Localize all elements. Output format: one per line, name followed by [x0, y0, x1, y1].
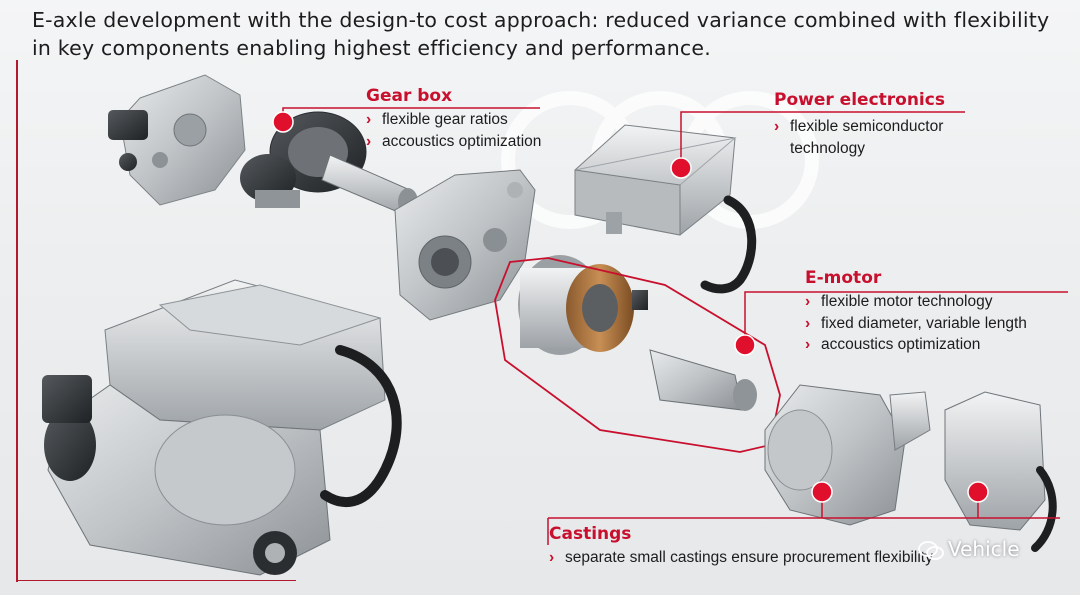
- power-electronics-heading: Power electronics: [774, 90, 945, 110]
- e-axle-assembly: [42, 279, 402, 576]
- transmission-housing: [394, 169, 536, 321]
- power-electronics-callout: Power electronics: [774, 89, 945, 111]
- e-motor-marker: [734, 334, 756, 356]
- slide-title: E-axle development with the design-to co…: [32, 8, 1050, 60]
- e-motor-bullet: ›fixed diameter, variable length: [805, 313, 1027, 335]
- e-motor-assembly: [518, 255, 757, 411]
- castings-marker-right: [967, 481, 989, 503]
- e-motor-heading: E-motor: [805, 268, 882, 288]
- chevron-right-icon: ›: [366, 111, 372, 128]
- wechat-icon: [918, 540, 944, 560]
- vehicle-watermark: Vehicle: [918, 537, 1020, 561]
- gear-set: [240, 111, 418, 216]
- chevron-right-icon: ›: [805, 336, 811, 353]
- chevron-right-icon: ›: [549, 549, 555, 566]
- bottom-accent-line: [16, 580, 296, 581]
- gearbox-cover: [108, 74, 246, 206]
- power-electronics-bullets: ›flexible semiconductor technology: [774, 114, 984, 159]
- castings-heading: Castings: [549, 524, 632, 544]
- chevron-right-icon: ›: [366, 132, 372, 150]
- castings-bullet: ›separate small castings ensure procurem…: [549, 547, 933, 569]
- power-electronics-module: [574, 124, 757, 294]
- power-electronics-marker: [670, 157, 692, 179]
- gear-box-bullet: ›accoustics optimization: [366, 131, 541, 153]
- castings-callout: Castings ›separate small castings ensure…: [549, 523, 933, 569]
- power-electronics-bullet: ›flexible semiconductor technology: [774, 118, 944, 157]
- e-motor-bullet: ›accoustics optimization: [805, 334, 1027, 356]
- gear-box-heading: Gear box: [366, 86, 453, 106]
- left-accent-line: [16, 60, 18, 582]
- chevron-right-icon: ›: [774, 118, 780, 135]
- gear-box-marker: [272, 111, 294, 133]
- castings-marker-left: [811, 481, 833, 503]
- chevron-right-icon: ›: [805, 314, 811, 332]
- e-motor-bullet: ›flexible motor technology: [805, 291, 1027, 313]
- chevron-right-icon: ›: [805, 293, 811, 310]
- gear-box-bullet: ›flexible gear ratios: [366, 109, 541, 131]
- e-motor-callout: E-motor ›flexible motor technology ›fixe…: [805, 267, 1027, 356]
- gear-box-callout: Gear box ›flexible gear ratios ›accousti…: [366, 85, 541, 152]
